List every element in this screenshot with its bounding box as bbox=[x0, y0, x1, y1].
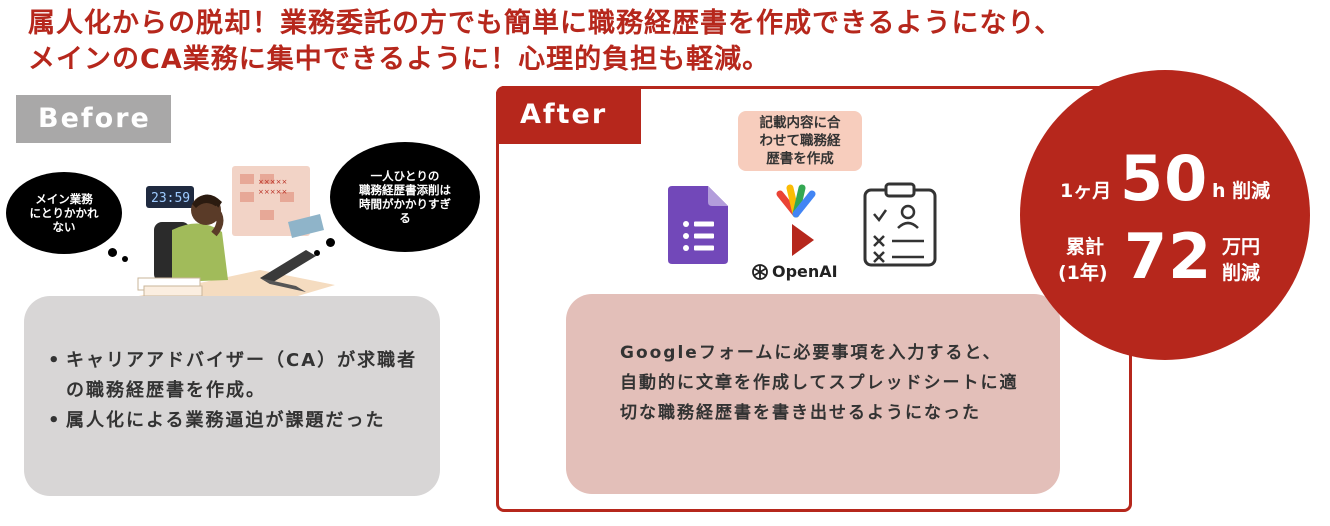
total-value: 72 bbox=[1124, 220, 1213, 293]
after-note-box: 記載内容に合 わせて職務経 歴書を作成 bbox=[738, 111, 862, 171]
monthly-prefix: 1ヶ月 bbox=[1060, 180, 1112, 202]
bubble-right-line: 職務経歴書添削は bbox=[359, 183, 451, 197]
bubble-left-line: メイン業務 bbox=[35, 192, 93, 206]
headline-line-2: メインのCA業務に集中できるように！心理的負担も軽減。 bbox=[28, 44, 771, 75]
total-suffix-1: 万円 bbox=[1222, 236, 1261, 258]
note-line: 記載内容に合 bbox=[759, 115, 841, 131]
bubble-dot bbox=[122, 256, 128, 262]
clipboard-checklist-icon bbox=[863, 182, 937, 267]
arrow-right-icon bbox=[792, 224, 814, 256]
bubble-dot bbox=[108, 248, 117, 257]
bubble-right-line: る bbox=[399, 211, 411, 225]
after-summary-box bbox=[566, 294, 1060, 494]
bubble-right-line: 一人ひとりの bbox=[370, 169, 440, 183]
note-line: 歴書を作成 bbox=[766, 151, 834, 167]
monthly-suffix: h 削減 bbox=[1212, 180, 1271, 202]
clock-text: 23:59 bbox=[151, 191, 190, 206]
total-prefix-1: 累計 bbox=[1066, 236, 1105, 258]
bubble-left-line: にとりかかれ bbox=[29, 206, 99, 220]
stats-circle: 1ヶ月 50 h 削減 累計 (1年) 72 万円 削減 bbox=[1020, 70, 1310, 360]
before-bullet: キャリアアドバイザー（CA）が求職者の職務経歴書を作成。 bbox=[48, 346, 432, 406]
svg-text:×××××: ××××× bbox=[258, 188, 287, 196]
headline-line-1: 属人化からの脱却！業務委託の方でも簡単に職務経歴書を作成できるようになり、 bbox=[28, 8, 1063, 39]
openai-label: OpenAI bbox=[772, 262, 838, 281]
headline: 属人化からの脱却！業務委託の方でも簡単に職務経歴書を作成できるようになり、 メイ… bbox=[28, 6, 1308, 78]
total-prefix-2: (1年) bbox=[1058, 262, 1108, 284]
before-bullet-list: キャリアアドバイザー（CA）が求職者の職務経歴書を作成。 属人化による業務逼迫が… bbox=[48, 346, 432, 436]
monthly-value: 50 bbox=[1120, 142, 1209, 215]
bubble-dot bbox=[314, 250, 320, 256]
gpt-connector-icon bbox=[776, 184, 816, 218]
total-suffix-2: 削減 bbox=[1222, 262, 1261, 284]
openai-logo-icon bbox=[752, 264, 768, 280]
thought-bubble-right: 一人ひとりの 職務経歴書添削は 時間がかかりすぎ る bbox=[330, 142, 480, 252]
before-bullet: 属人化による業務逼迫が課題だった bbox=[48, 406, 432, 436]
after-description: Googleフォームに必要事項を入力すると、自動的に文章を作成してスプレッドシー… bbox=[620, 343, 1019, 423]
bubble-left-line: ない bbox=[52, 220, 76, 234]
bubble-right-line: 時間がかかりすぎ bbox=[359, 197, 451, 211]
google-forms-icon bbox=[668, 186, 728, 264]
note-line: わせて職務経 bbox=[759, 133, 841, 149]
after-tag: After bbox=[496, 86, 641, 144]
bubble-dot bbox=[326, 238, 335, 247]
before-tag: Before bbox=[16, 95, 171, 143]
thought-bubble-left: メイン業務 にとりかかれ ない bbox=[6, 172, 122, 254]
svg-text:×××××: ××××× bbox=[258, 178, 287, 186]
